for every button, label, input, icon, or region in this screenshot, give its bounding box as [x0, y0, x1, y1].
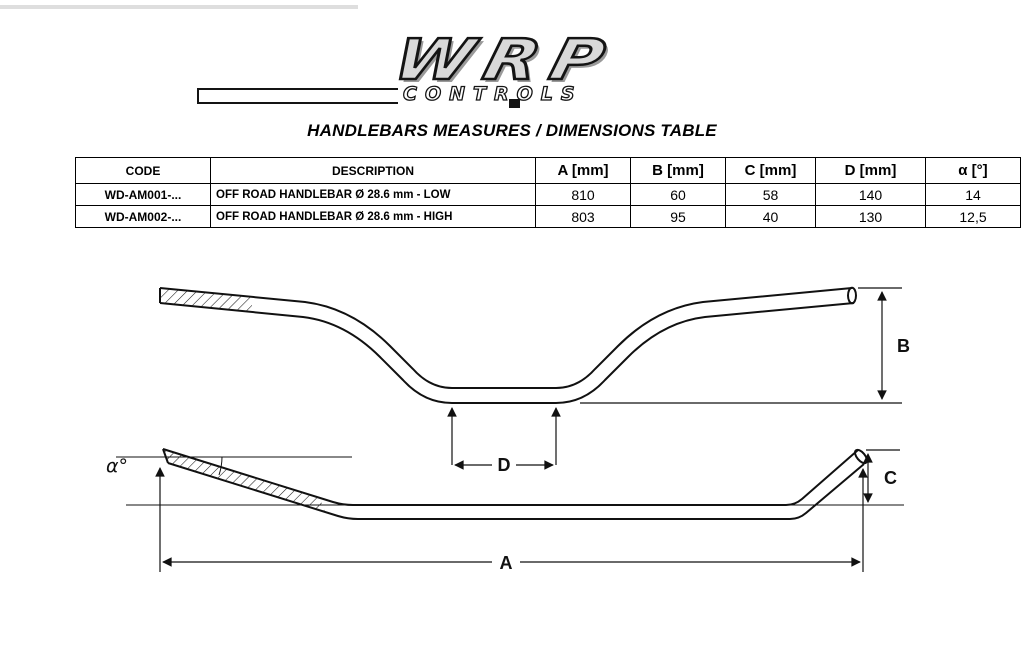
dimension-a: [155, 467, 868, 572]
scan-artifact-line: [0, 5, 358, 9]
cell-b-value: 60: [630, 183, 726, 206]
cell-b-value: 95: [630, 205, 726, 228]
col-header-a-mm: A [mm]: [535, 157, 631, 184]
col-header-description: DESCRIPTION: [210, 157, 536, 184]
table-row-low-bar: WD-AM001-... OFF ROAD HANDLEBAR Ø 28.6 m…: [75, 183, 1021, 206]
logo-square-mark: [509, 99, 520, 108]
dim-label-b: B: [897, 336, 910, 356]
brand-logo: WRP CONTROLS: [0, 0, 1024, 120]
dim-label-alpha: α°: [106, 455, 128, 477]
cell-d-value: 140: [815, 183, 926, 206]
table-row-high-bar: WD-AM002-... OFF ROAD HANDLEBAR Ø 28.6 m…: [75, 205, 1021, 228]
dim-label-d: D: [498, 455, 511, 475]
brand-tagline: CONTROLS: [398, 83, 588, 105]
cell-description: OFF ROAD HANDLEBAR Ø 28.6 mm - HIGH: [210, 205, 536, 228]
side-bar-bottom-edge: [167, 462, 865, 520]
dimensions-table: CODE DESCRIPTION A [mm] B [mm] C [mm] D …: [75, 157, 1021, 228]
cell-a-value: 803: [535, 205, 631, 228]
front-bar-top-edge: [159, 287, 853, 389]
handlebar-front-view: [159, 286, 857, 404]
front-right-tube-end: [847, 286, 857, 305]
cell-code: WD-AM002-...: [75, 205, 211, 228]
col-header-alpha-deg: α [°]: [925, 157, 1021, 184]
dimension-b: [580, 287, 902, 404]
dim-label-c: C: [884, 468, 897, 488]
cell-c-value: 40: [725, 205, 816, 228]
col-header-code: CODE: [75, 157, 211, 184]
cell-description: OFF ROAD HANDLEBAR Ø 28.6 mm - LOW: [210, 183, 536, 206]
col-header-c-mm: C [mm]: [725, 157, 816, 184]
alpha-angle-arc: [218, 456, 223, 476]
col-header-d-mm: D [mm]: [815, 157, 926, 184]
brand-wordmark: WRP: [386, 27, 625, 95]
dimension-d: [447, 407, 561, 470]
cell-code: WD-AM001-...: [75, 183, 211, 206]
col-header-b-mm: B [mm]: [630, 157, 726, 184]
front-grip-knurling: [160, 288, 252, 312]
page-title: HANDLEBARS MEASURES / DIMENSIONS TABLE: [307, 121, 717, 140]
cell-d-value: 130: [815, 205, 926, 228]
dim-label-a: A: [500, 553, 513, 573]
handlebar-side-view: [116, 448, 904, 520]
front-bar-bottom-edge: [159, 302, 855, 404]
cell-alpha-value: 14: [925, 183, 1021, 206]
cell-a-value: 810: [535, 183, 631, 206]
table-header-row: CODE DESCRIPTION A [mm] B [mm] C [mm] D …: [75, 157, 1021, 184]
cell-alpha-value: 12,5: [925, 205, 1021, 228]
side-bar-top-edge: [162, 448, 859, 506]
side-grip-knurling: [163, 449, 325, 512]
dimension-c: [863, 449, 900, 503]
handlebar-technical-drawing: B D α° C A: [106, 286, 910, 573]
cell-c-value: 58: [725, 183, 816, 206]
